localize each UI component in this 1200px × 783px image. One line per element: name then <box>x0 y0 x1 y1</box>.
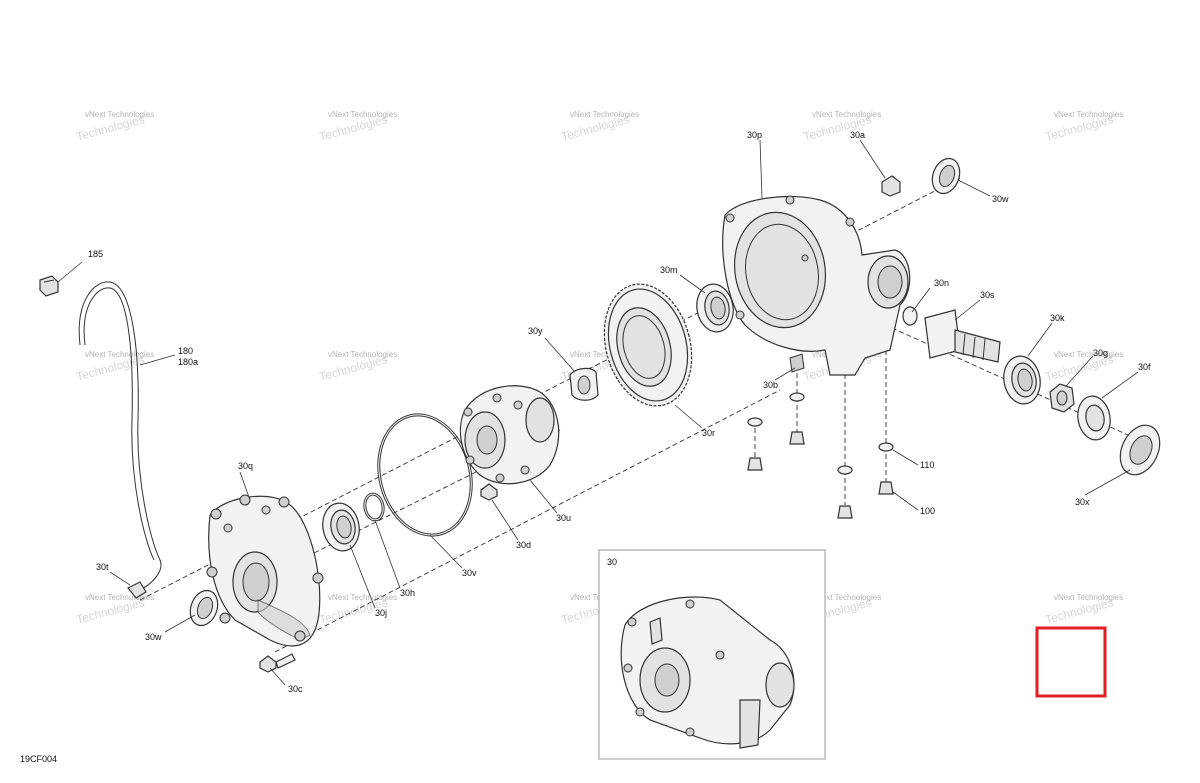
diagram-code: 19CF004 <box>20 754 57 764</box>
callout-180: 180 <box>178 346 193 356</box>
part-30t-fitting <box>127 581 147 599</box>
svg-text:vNext Technologies: vNext Technologies <box>328 110 397 119</box>
svg-text:vNext Technologies: vNext Technologies <box>328 593 397 602</box>
callout-30s: 30s <box>980 290 995 300</box>
callout-30v: 30v <box>462 568 477 578</box>
callout-30g: 30g <box>1093 348 1108 358</box>
part-30s-pinion <box>924 309 1001 363</box>
part-30u-differential <box>459 385 560 485</box>
callout-30n: 30n <box>934 278 949 288</box>
part-30x-seal <box>1119 424 1161 476</box>
part-30d-bolt <box>480 483 498 501</box>
part-30n-washer <box>902 306 918 326</box>
svg-text:vNext Technologies: vNext Technologies <box>85 593 154 602</box>
callout-30j: 30j <box>375 608 387 618</box>
part-30a-plug <box>881 175 901 197</box>
callout-30w-left: 30w <box>145 632 162 642</box>
part-30w-seal-right <box>931 157 961 195</box>
callout-30r: 30r <box>702 428 715 438</box>
svg-text:vNext Technologies: vNext Technologies <box>1054 110 1123 119</box>
svg-text:vNext Technologies: vNext Technologies <box>812 593 881 602</box>
part-30y-spacer <box>569 367 599 401</box>
callout-30x: 30x <box>1075 497 1090 507</box>
part-30r-ring-gear <box>603 283 693 407</box>
highlight-box <box>1035 626 1107 698</box>
svg-text:vNext Technologies: vNext Technologies <box>570 350 639 359</box>
callout-30h: 30h <box>400 588 415 598</box>
part-30c-bolt <box>259 653 296 673</box>
leader-lines <box>57 139 1139 686</box>
callout-185: 185 <box>88 249 103 259</box>
svg-text:vNext Technologies: vNext Technologies <box>85 350 154 359</box>
part-100-110-fasteners <box>747 392 894 519</box>
part-30m-bearing <box>696 283 734 333</box>
callout-30c: 30c <box>288 684 303 694</box>
part-30j-bearing <box>322 502 360 552</box>
part-30q-cover <box>206 494 324 647</box>
callout-110: 110 <box>920 460 934 470</box>
callout-30q: 30q <box>238 461 253 471</box>
callout-30w-right: 30w <box>992 194 1009 204</box>
part-30b-vent <box>789 353 805 373</box>
callout-180a: 180a <box>178 357 198 367</box>
callout-30m: 30m <box>660 265 678 275</box>
part-30w-seal-left <box>189 589 219 627</box>
part-180-breather-hose <box>78 281 162 591</box>
svg-text:vNext Technologies: vNext Technologies <box>1054 593 1123 602</box>
callout-30t: 30t <box>96 562 109 572</box>
part-30p-housing <box>722 195 911 376</box>
callout-100: 100 <box>920 506 935 516</box>
callout-30f: 30f <box>1138 362 1151 372</box>
svg-text:vNext Technologies: vNext Technologies <box>85 110 154 119</box>
svg-text:vNext Technologies: vNext Technologies <box>1054 350 1123 359</box>
callout-30d: 30d <box>516 540 531 550</box>
callout-30p: 30p <box>747 130 762 140</box>
svg-text:vNext Technologies: vNext Technologies <box>812 110 881 119</box>
inset-label: 30 <box>607 557 617 567</box>
svg-text:vNext Technologies: vNext Technologies <box>570 110 639 119</box>
part-185-clip <box>39 275 59 297</box>
part-30k-bearing <box>1003 355 1041 405</box>
callout-labels: 185 180 180a 30q 30t 30w 30c 30j 30h 30v… <box>88 130 1151 694</box>
callout-30y: 30y <box>528 326 543 336</box>
part-30f-spline-nut <box>1077 395 1111 441</box>
part-30g-nut <box>1049 383 1075 413</box>
callout-30a: 30a <box>850 130 865 140</box>
callout-30b: 30b <box>763 380 778 390</box>
callout-30u: 30u <box>556 513 571 523</box>
part-30h-oring <box>363 492 385 522</box>
inset-assembly-30: 30 <box>598 549 826 760</box>
svg-text:vNext Technologies: vNext Technologies <box>328 350 397 359</box>
callout-30k: 30k <box>1050 313 1065 323</box>
